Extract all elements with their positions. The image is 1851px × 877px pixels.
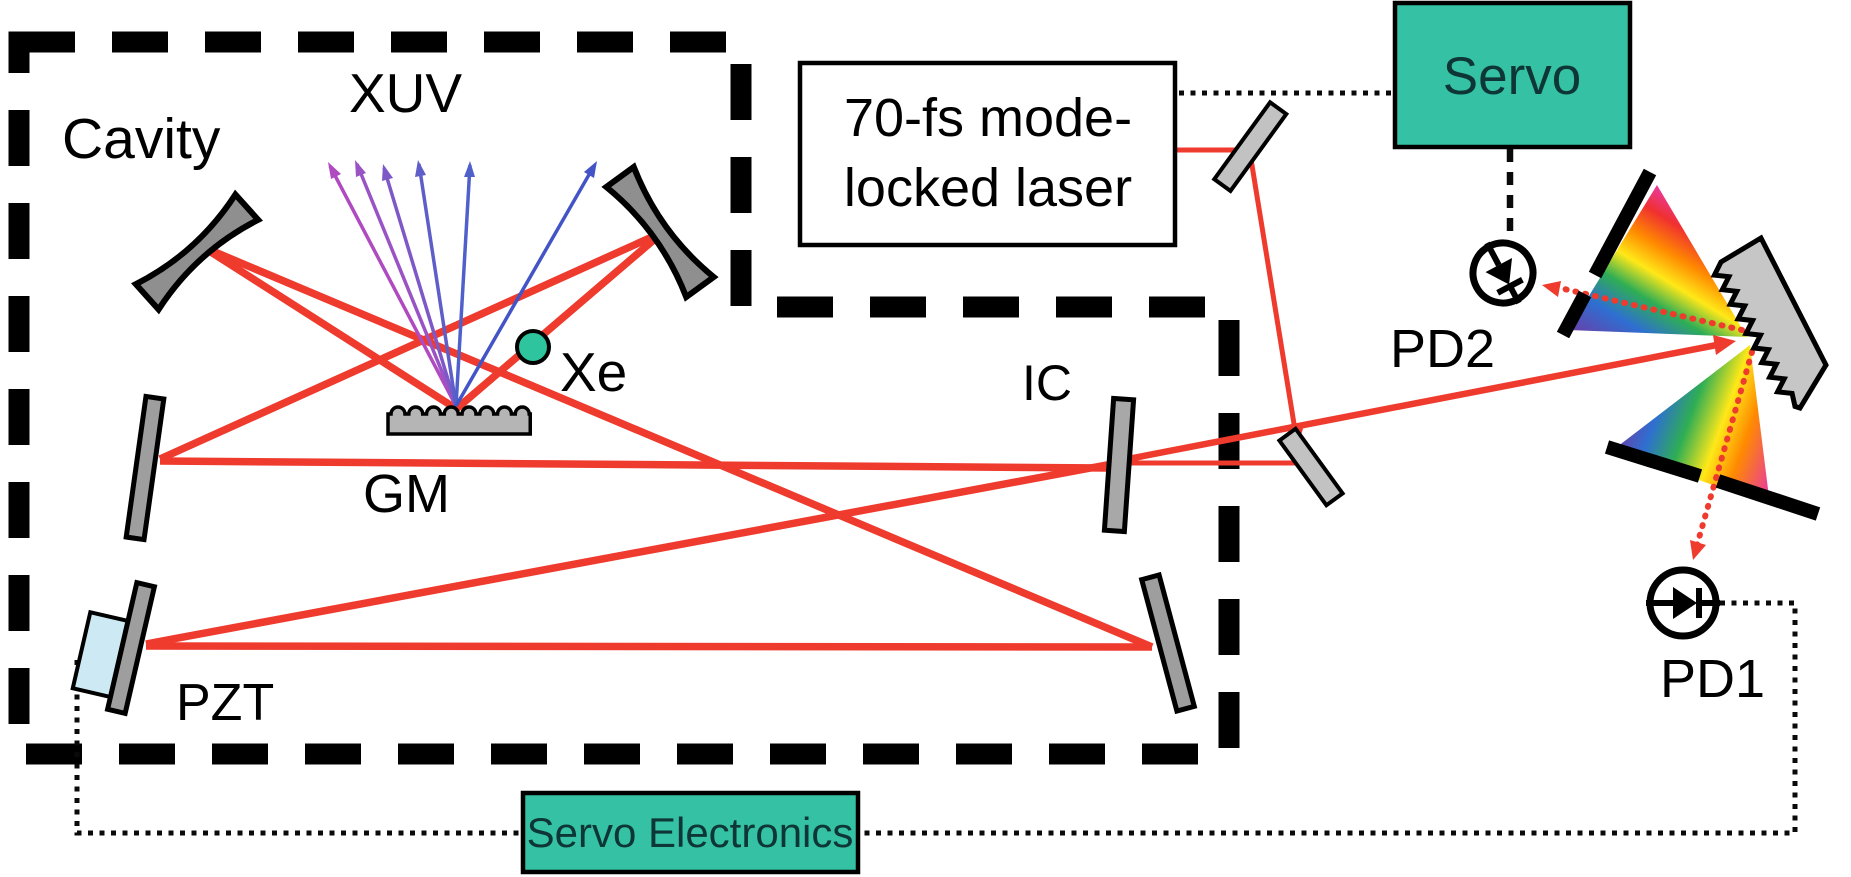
dotted-red-arrowheads <box>1542 281 1706 560</box>
flat-mirror-left-icon <box>123 393 167 543</box>
cavity-beams <box>145 228 1154 651</box>
beam-grating-to-pd2-dotted <box>1557 285 1745 333</box>
label-pd2: PD2 <box>1390 319 1495 379</box>
screens <box>1556 168 1821 521</box>
xuv-arrows <box>328 163 596 407</box>
grating-mirror-gm-icon <box>386 405 532 436</box>
laser-label-line2: locked laser <box>844 158 1132 218</box>
diagnostic-beams <box>1557 285 1755 548</box>
servo-label: Servo <box>1443 47 1581 106</box>
laser-box: 70-fs mode- locked laser <box>797 60 1178 248</box>
pzt-mirror-icon <box>104 579 158 717</box>
mirrors <box>70 99 1346 717</box>
xuv-arrow-2 <box>355 163 458 407</box>
input-coupler-mirror-icon <box>1101 395 1137 535</box>
curved-mirror-upper-right-icon <box>601 162 719 302</box>
slit-right-bar <box>1715 474 1821 521</box>
pd2-screen-lower-segment <box>1556 290 1592 339</box>
xuv-arrowhead-2 <box>355 160 366 177</box>
beam-steering-down <box>1247 152 1298 431</box>
xuv-arrowhead-1 <box>328 162 341 179</box>
label-xuv: XUV <box>349 62 462 124</box>
label-pzt: PZT <box>176 674 274 732</box>
arrowhead-at-grating <box>1713 335 1736 355</box>
beam-upper-left-mirror-to-lower-right-mirror <box>201 243 1154 651</box>
xuv-arrowheads <box>328 160 597 181</box>
arrowhead-at-pd1 <box>1690 540 1706 560</box>
pd2-screen-upper-segment <box>1588 168 1657 279</box>
wire-pd1-to-servo-electronics <box>862 600 1798 836</box>
electronic-wires <box>74 90 1798 836</box>
servo-electronics-box: Servo Electronics <box>520 790 861 875</box>
labels: Cavity XUV Xe GM IC PZT PD2 PD1 <box>62 62 1765 732</box>
xuv-arrowhead-4 <box>415 160 426 177</box>
servo-electronics-label: Servo Electronics <box>527 809 854 856</box>
flat-mirror-lower-right-icon <box>1138 571 1198 715</box>
xuv-arrowhead-3 <box>382 164 393 181</box>
beam-focus-to-upper-left-mirror <box>200 243 458 412</box>
diffraction-grating-icon <box>1710 234 1829 411</box>
steering-mirror-lower-icon <box>1276 425 1346 509</box>
curved-mirror-upper-left-icon <box>130 189 264 315</box>
beam-grating-to-pd1-dotted <box>1694 349 1755 548</box>
laser-label-line1: 70-fs mode- <box>844 88 1132 148</box>
xe-gas-jet-icon <box>515 329 551 365</box>
pd1-photodiode-icon <box>1646 566 1720 640</box>
beam-pzt-to-lower-right-mirror <box>145 642 1153 651</box>
servo-box: Servo <box>1392 0 1633 150</box>
xuv-arrowhead-6 <box>584 161 597 178</box>
steering-mirror-upper-icon <box>1211 99 1290 194</box>
wire-pzt-to-servo-electronics <box>74 660 519 836</box>
spectrum-fan-lower <box>1613 345 1770 505</box>
xuv-arrow-3 <box>382 167 458 407</box>
label-pd1: PD1 <box>1660 649 1765 709</box>
label-xe: Xe <box>560 341 627 403</box>
beam-upper-right-mirror-to-focus <box>452 229 666 413</box>
xuv-arrow-4 <box>417 163 458 407</box>
label-ic: IC <box>1022 355 1072 411</box>
pd2-photodiode-icon <box>1469 239 1537 307</box>
xuv-arrow-1 <box>328 165 458 407</box>
beam-pzt-to-ic <box>145 460 1113 648</box>
xuv-arrow-6 <box>454 165 596 407</box>
beam-ic-to-left-mirror <box>159 457 1108 472</box>
beam-ic-to-grating <box>1127 340 1723 463</box>
beam-left-mirror-to-upper-right-mirror <box>158 228 665 463</box>
label-cavity: Cavity <box>62 107 221 171</box>
label-gm: GM <box>363 464 450 524</box>
arrowhead-at-pd2 <box>1542 281 1561 297</box>
slit-left-bar <box>1604 440 1703 483</box>
xuv-arrowhead-5 <box>464 161 475 177</box>
xuv-arrow-5 <box>454 164 472 407</box>
